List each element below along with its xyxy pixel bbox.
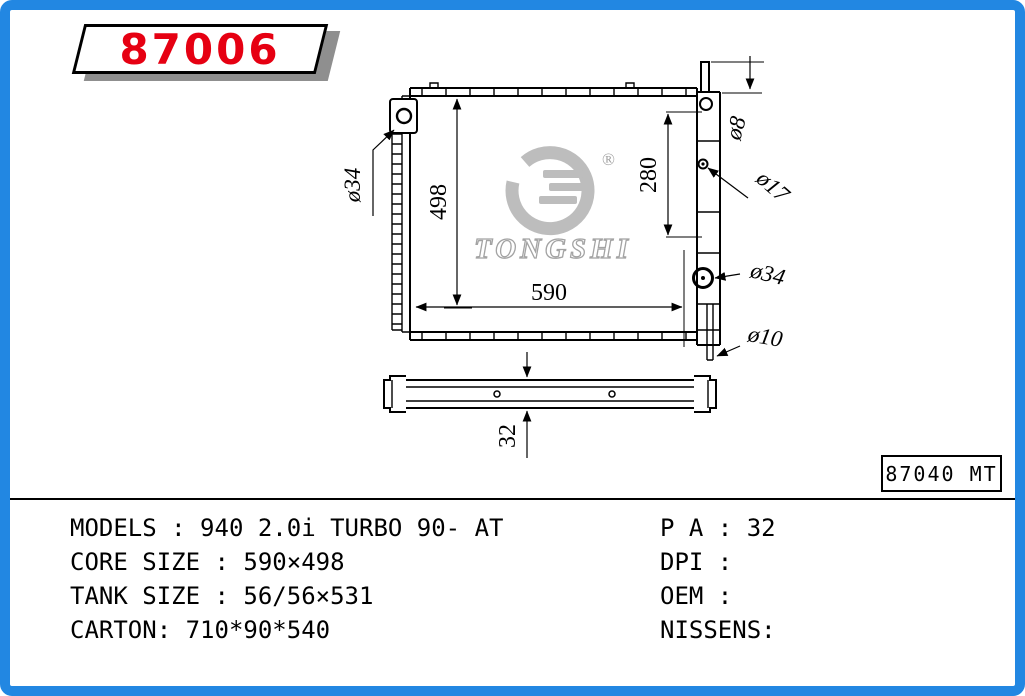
outlet-hole (692, 267, 714, 289)
leader-boss (707, 167, 749, 199)
spec-carton: CARTON: 710*90*540 (70, 613, 503, 647)
extensions-top-pin (711, 61, 764, 94)
outlet-hole-center (701, 276, 705, 280)
spec-core-size-value: 590×498 (243, 548, 345, 576)
spec-oem-label: OEM : (660, 582, 747, 610)
registered-trademark-icon: ® (602, 150, 615, 169)
spec-column-left: MODELS : 940 2.0i TURBO 90- AT CORE SIZE… (70, 511, 503, 647)
spec-column-right: P A : 32 DPI : OEM : NISSENS: (660, 511, 790, 647)
crossmember-right-cap (694, 375, 717, 413)
right-side-bracket (692, 61, 721, 361)
logo-wordmark: TONGSHI (474, 233, 632, 265)
spec-dpi-label: DPI : (660, 548, 747, 576)
spec-table: MODELS : 940 2.0i TURBO 90- AT CORE SIZE… (0, 505, 1025, 686)
spec-tank-size-value: 56/56×531 (243, 582, 374, 610)
top-pin-boss (699, 97, 713, 111)
core-top-pins (429, 82, 635, 88)
spec-nissens: NISSENS: (660, 613, 790, 647)
spec-dpi: DPI : (660, 545, 790, 579)
boss-hole (697, 158, 709, 170)
leader-left-mount (372, 129, 395, 216)
spec-pa: P A : 32 (660, 511, 790, 545)
top-pin (700, 61, 710, 92)
core-edges (409, 87, 698, 345)
bottom-crossmember (383, 375, 717, 413)
extensions-280 (666, 111, 702, 238)
right-bracket-divisions (697, 140, 720, 331)
spec-models-value: 940 2.0i TURBO 90- AT (200, 514, 504, 542)
leader-drain-pipe (716, 345, 741, 357)
crossmember-inner-lines (404, 386, 696, 402)
core-bottom-ticks (421, 332, 687, 340)
boss-hole-center (701, 162, 705, 166)
left-mount-tab (389, 98, 418, 134)
right-bracket-outline (697, 91, 721, 346)
drain-pipe (706, 304, 714, 361)
logo-stripe-2 (549, 183, 593, 191)
ref-code: 87040 MT (885, 461, 998, 486)
spec-tank-size: TANK SIZE : 56/56×531 (70, 579, 503, 613)
left-side-bracket (389, 95, 418, 333)
spec-pa-label: P A : (660, 514, 747, 542)
core-width-dim: 590 (531, 280, 567, 306)
spec-carton-label: CARTON: (70, 616, 186, 644)
tongshi-logo: ® TONGSHI (473, 146, 632, 266)
top-pin-dia-label: ø8 (720, 113, 750, 143)
spec-core-size: CORE SIZE : 590×498 (70, 545, 503, 579)
left-mount-hole (395, 107, 413, 125)
section-divider (10, 498, 1015, 500)
fin-spine (390, 131, 393, 330)
left-mount-dia-label: ø34 (340, 168, 365, 204)
leader-outlet (714, 272, 741, 281)
crossmember-slot-right (608, 390, 616, 398)
spec-carton-value: 710*90*540 (185, 616, 331, 644)
crossmember-bar (403, 379, 697, 409)
spec-oem: OEM : (660, 579, 790, 613)
fin-teeth (392, 133, 402, 331)
radiator-core (409, 82, 698, 345)
part-number: 87006 (119, 24, 281, 74)
spec-core-size-label: CORE SIZE : (70, 548, 244, 576)
logo-stripe-3 (539, 196, 577, 204)
spec-models-label: MODELS : (70, 514, 201, 542)
spec-nissens-label: NISSENS: (660, 616, 791, 644)
spec-tank-size-label: TANK SIZE : (70, 582, 244, 610)
spec-models: MODELS : 940 2.0i TURBO 90- AT (70, 511, 503, 545)
core-height-dim: 498 (426, 184, 452, 220)
part-number-banner: 87006 (71, 24, 341, 81)
tank-span-dim: 280 (636, 157, 662, 193)
crossmember-left-cap (383, 375, 406, 413)
crossmember-slot-left (493, 390, 501, 398)
core-top-ticks (421, 88, 687, 96)
bar-thickness-dim: 32 (495, 424, 521, 448)
ref-code-box: 87040 MT (881, 455, 1002, 492)
outlet-dia-label: ø34 (747, 257, 787, 290)
boss-dia-label: ø17 (751, 165, 795, 208)
spec-pa-value: 32 (746, 514, 776, 542)
drain-pipe-dia-label: ø10 (745, 321, 785, 352)
logo-stripe-1 (543, 170, 583, 178)
logo-swirl-icon (505, 146, 595, 236)
